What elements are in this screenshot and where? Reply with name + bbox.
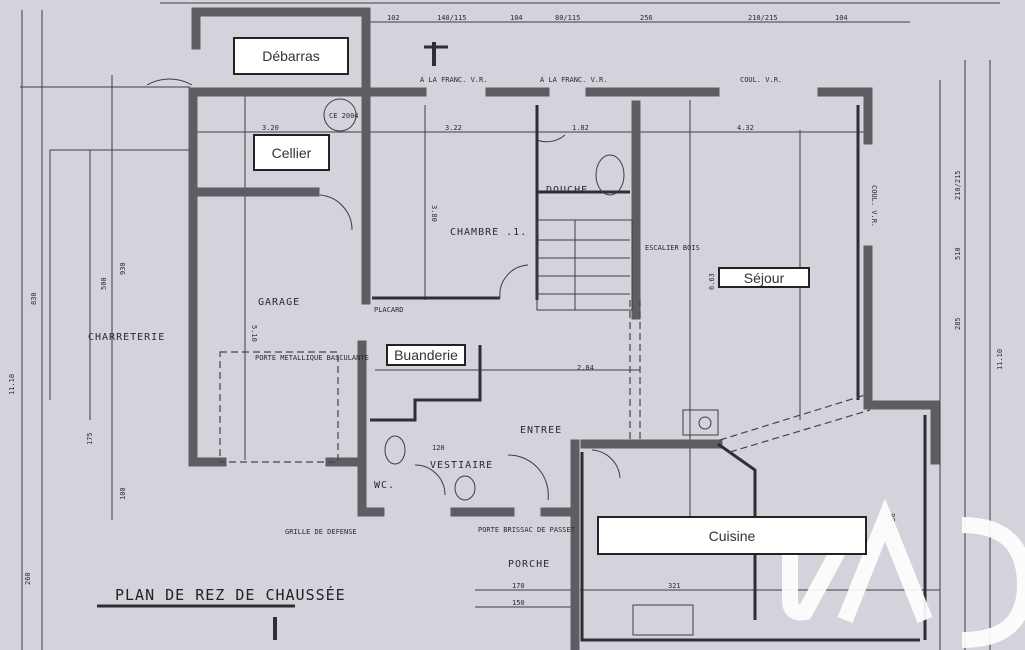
svg-text:140/115: 140/115 [437, 14, 467, 22]
svg-text:170: 170 [512, 582, 525, 590]
svg-text:260: 260 [24, 572, 32, 585]
room-label-buanderie: Buanderie [386, 344, 466, 366]
fixtures [323, 98, 719, 636]
plan-title: PLAN DE REZ DE CHAUSSÉE [115, 585, 346, 604]
svg-text:2.84: 2.84 [577, 364, 594, 372]
walls [188, 7, 940, 650]
doors [146, 78, 621, 501]
svg-text:285: 285 [954, 317, 962, 330]
svg-text:6.63: 6.63 [708, 273, 716, 290]
stairs [536, 219, 633, 311]
svg-text:100: 100 [119, 487, 127, 500]
svg-text:210/215: 210/215 [954, 170, 962, 200]
svg-text:1.82: 1.82 [572, 124, 589, 132]
svg-text:930: 930 [119, 262, 127, 275]
porte-garage-label: PORTE METALLIQUE BASCULANTE [255, 354, 369, 362]
svg-text:4.32: 4.32 [737, 124, 754, 132]
dimension-lines [20, 2, 1000, 650]
svg-text:210/215: 210/215 [748, 14, 778, 22]
ce-stamp-text: CE 2004 [329, 112, 359, 120]
svg-text:321: 321 [668, 582, 681, 590]
north-arrow-icon [273, 42, 448, 640]
svg-text:256: 256 [640, 14, 653, 22]
watermark-logo [782, 498, 1025, 648]
escalier-label: ESCALIER BOIS [645, 244, 700, 252]
room-label-cuisine: Cuisine [597, 516, 867, 555]
svg-text:3.20: 3.20 [262, 124, 279, 132]
chambre-label: CHAMBRE .1. [450, 227, 527, 238]
svg-text:510: 510 [954, 247, 962, 260]
placard-label: PLACARD [374, 306, 404, 314]
svg-text:150: 150 [512, 599, 525, 607]
window-label-4: COUL. V.R. [870, 185, 878, 227]
svg-text:11.10: 11.10 [996, 349, 1004, 370]
svg-text:830: 830 [30, 292, 38, 305]
window-label-2: A LA FRANC. V.R. [540, 76, 607, 84]
room-label-cellier: Cellier [253, 134, 330, 171]
wc-label: WC. [374, 480, 395, 491]
svg-text:3.80: 3.80 [430, 205, 438, 222]
svg-text:80/115: 80/115 [555, 14, 580, 22]
svg-text:500: 500 [100, 277, 108, 290]
svg-text:102: 102 [387, 14, 400, 22]
room-label-sejour: Séjour [718, 267, 810, 288]
svg-text:11.10: 11.10 [8, 374, 16, 395]
svg-text:104: 104 [510, 14, 523, 22]
window-label-1: A LA FRANC. V.R. [420, 76, 487, 84]
porche-label: PORCHE [508, 559, 550, 570]
room-label-debarras: Débarras [233, 37, 349, 75]
porte-entree-label: PORTE BRISSAC DE PASSET [478, 526, 576, 534]
entree-label: ENTREE [520, 425, 562, 436]
svg-text:104: 104 [835, 14, 848, 22]
dimension-text: 102 140/115 104 80/115 256 210/215 104 3… [8, 14, 1004, 607]
dashed-lines [219, 300, 871, 463]
svg-text:5.10: 5.10 [250, 325, 258, 342]
grille-label: GRILLE DE DEFENSE [285, 528, 357, 536]
window-label-3: COUL. V.R. [740, 76, 782, 84]
svg-text:3.22: 3.22 [445, 124, 462, 132]
svg-text:120: 120 [432, 444, 445, 452]
ce-stamp-icon [323, 98, 357, 132]
vestiaire-label: VESTIAIRE [430, 460, 493, 471]
douche-label: DOUCHE [546, 185, 588, 196]
garage-label: GARAGE [258, 297, 300, 308]
svg-text:175: 175 [86, 432, 94, 445]
charreterie-label: CHARRETERIE [88, 332, 165, 343]
